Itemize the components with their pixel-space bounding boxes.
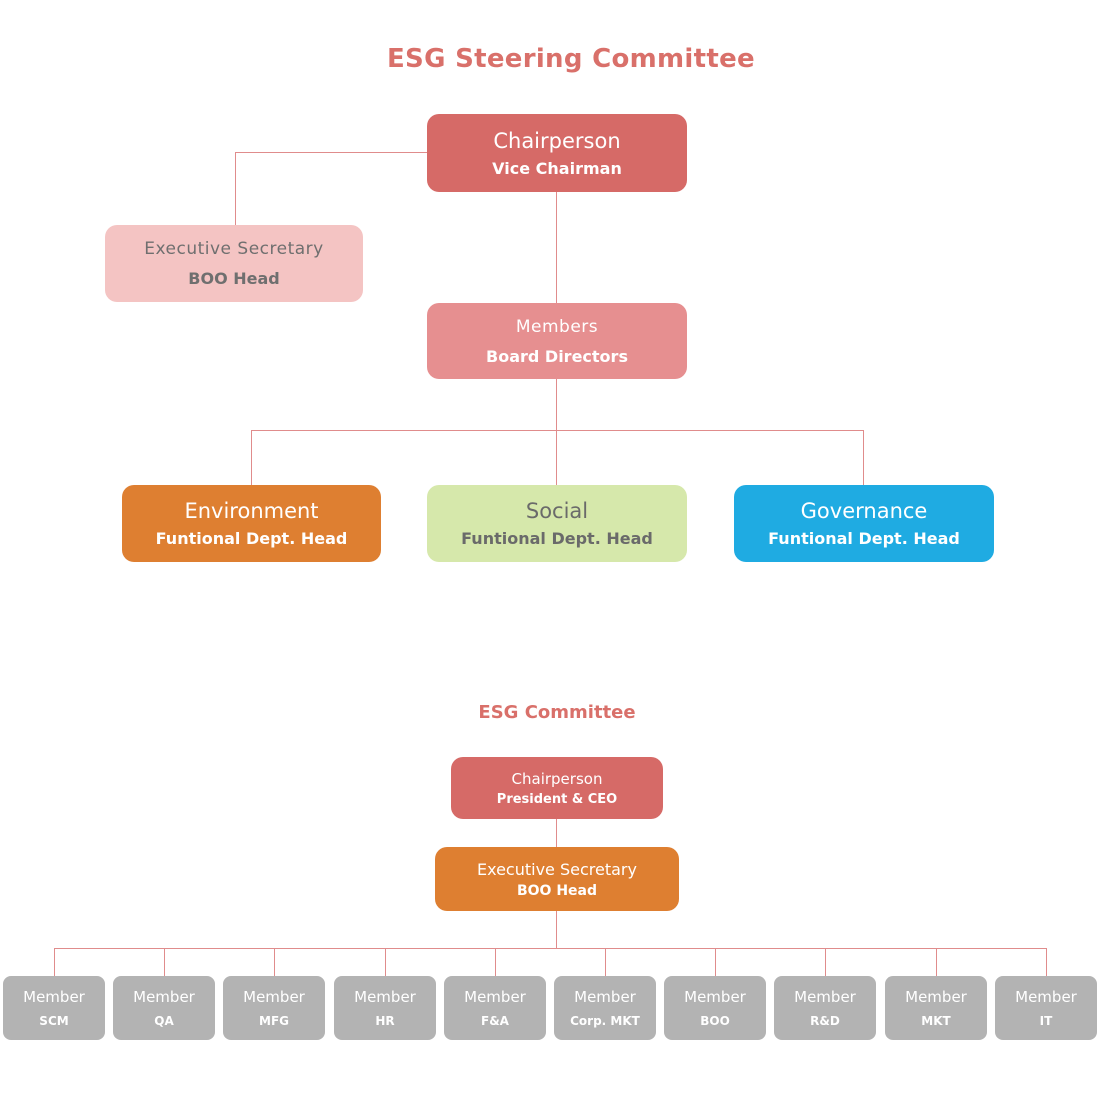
connector: [495, 948, 496, 976]
connector: [385, 948, 386, 976]
connector: [274, 948, 275, 976]
holder-label: Funtional Dept. Head: [768, 529, 960, 548]
steering-chairperson-box: Chairperson Vice Chairman: [427, 114, 687, 192]
connector: [605, 948, 606, 976]
member-role-label: Member: [243, 988, 305, 1006]
member-dept-label: QA: [154, 1014, 174, 1028]
holder-label: BOO Head: [516, 882, 598, 899]
connector: [556, 911, 557, 949]
role-label: Social: [525, 499, 589, 523]
holder-label: President & CEO: [496, 791, 618, 807]
connector: [251, 430, 864, 431]
holder-label: Funtional Dept. Head: [461, 529, 653, 548]
connector: [863, 430, 864, 485]
role-label: Chairperson: [511, 769, 603, 788]
member-role-label: Member: [354, 988, 416, 1006]
pillar-social-box: Social Funtional Dept. Head: [427, 485, 687, 562]
role-label: Members: [515, 316, 599, 337]
connector: [825, 948, 826, 976]
member-role-label: Member: [133, 988, 195, 1006]
member-role-label: Member: [905, 988, 967, 1006]
pillar-governance-box: Governance Funtional Dept. Head: [734, 485, 994, 562]
member-role-label: Member: [1015, 988, 1077, 1006]
committee-chairperson-box: Chairperson President & CEO: [451, 757, 663, 819]
holder-label: Vice Chairman: [492, 158, 622, 178]
steering-committee-title: ESG Steering Committee: [387, 44, 755, 74]
member-dept-label: R&D: [810, 1014, 840, 1028]
role-label: Chairperson: [493, 128, 621, 153]
member-role-label: Member: [574, 988, 636, 1006]
member-dept-label: SCM: [39, 1014, 69, 1028]
steering-executive-secretary-box: Executive Secretary BOO Head: [105, 225, 363, 302]
connector: [936, 948, 937, 976]
connector: [1046, 948, 1047, 976]
role-label: Governance: [800, 499, 928, 523]
role-label: Environment: [184, 499, 319, 523]
member-dept-label: IT: [1039, 1014, 1053, 1028]
role-label: Executive Secretary: [477, 859, 637, 879]
member-role-label: Member: [464, 988, 526, 1006]
connector: [164, 948, 165, 976]
steering-members-box: Members Board Directors: [427, 303, 687, 379]
member-dept-label: MKT: [921, 1014, 951, 1028]
member-role-label: Member: [794, 988, 856, 1006]
connector: [556, 379, 557, 485]
connector: [715, 948, 716, 976]
connector: [235, 152, 236, 226]
member-dept-label: F&A: [481, 1014, 509, 1028]
pillar-environment-box: Environment Funtional Dept. Head: [122, 485, 381, 562]
holder-label: BOO Head: [188, 269, 280, 288]
holder-label: Funtional Dept. Head: [155, 529, 348, 548]
committee-title: ESG Committee: [478, 702, 636, 723]
connector: [235, 152, 428, 153]
holder-label: Board Directors: [486, 346, 628, 366]
member-role-label: Member: [23, 988, 85, 1006]
committee-executive-secretary-box: Executive Secretary BOO Head: [435, 847, 679, 911]
role-label: Executive Secretary: [144, 239, 324, 259]
member-dept-label: MFG: [259, 1014, 289, 1028]
connector: [556, 192, 557, 304]
connector: [251, 430, 252, 485]
member-dept-label: Corp. MKT: [570, 1014, 640, 1028]
member-dept-label: HR: [375, 1014, 395, 1028]
connector: [556, 819, 557, 847]
member-role-label: Member: [684, 988, 746, 1006]
connector: [54, 948, 1047, 949]
connector: [54, 948, 55, 976]
member-dept-label: BOO: [700, 1014, 730, 1028]
